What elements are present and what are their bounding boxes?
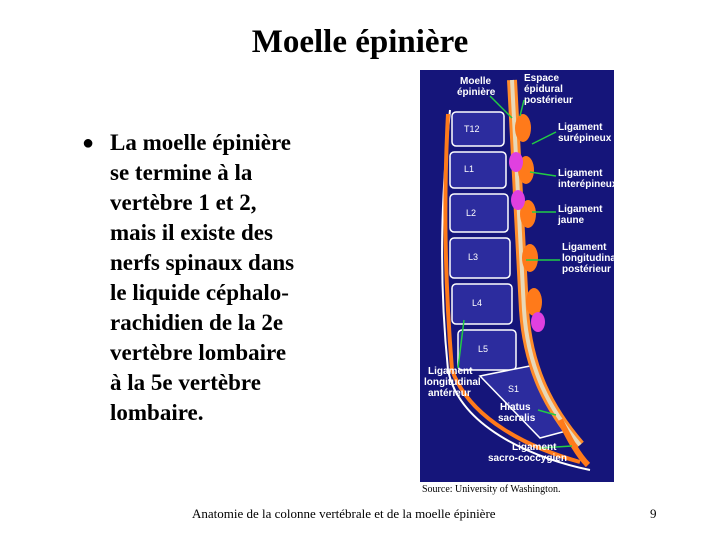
label-l1: L1 <box>464 164 474 174</box>
spine-diagram: T12 L1 L2 L3 L4 L5 S1 Moelle épinière <box>420 70 614 482</box>
vertebra-l5 <box>457 329 517 371</box>
interepineux-1 <box>509 152 523 172</box>
pointer-lines <box>457 95 573 449</box>
spinal-cord <box>510 79 582 447</box>
label-s1: S1 <box>508 384 519 394</box>
label-l2: L2 <box>466 208 476 218</box>
slide-title: Moelle épinière <box>251 24 469 60</box>
label-espace: Espace épidural postérieur <box>524 73 573 106</box>
label-sacro-coccygien: Ligament sacro-coccygien <box>488 442 567 464</box>
interepineux-3 <box>531 312 545 332</box>
figure-caption: Source: University of Washington. <box>422 484 561 495</box>
label-moelle: Moelle épinière <box>457 76 496 98</box>
label-jaune: Ligament jaune <box>557 204 605 226</box>
label-interepineux: Ligament interépineux <box>558 168 614 190</box>
vertebral-bodies <box>449 111 572 439</box>
spinous-processes <box>509 114 545 332</box>
interepineux-2 <box>511 190 525 210</box>
bullet-text: La moelle épinière se termine à la vertè… <box>110 130 295 425</box>
ligament-jaune-1 <box>515 114 531 142</box>
vertebra-labels: T12 L1 L2 L3 L4 L5 S1 <box>464 124 519 394</box>
label-hiatus: Hiatus sacralis <box>498 402 536 424</box>
bullet-item: ● La moelle épinière se termine à la ver… <box>78 128 348 428</box>
label-surepineux: Ligament surépineux <box>558 122 612 144</box>
label-l5: L5 <box>478 344 488 354</box>
slide-footer: Anatomie de la colonne vertébrale et de … <box>192 506 496 521</box>
page-number: 9 <box>650 506 657 521</box>
vertebra-l3 <box>449 237 511 279</box>
label-l4: L4 <box>472 298 482 308</box>
vertebra-l2 <box>449 193 509 233</box>
ligament-jaune-4 <box>522 244 538 272</box>
bullet-dot-icon: ● <box>82 132 95 154</box>
label-longitudinal-anterieur: Ligament longitudinal antérieur <box>424 366 483 399</box>
anterior-ligament <box>443 113 581 464</box>
label-longitudinal-posterieur: Ligament longitudinal postérieur <box>562 242 614 275</box>
ligament-jaune-5 <box>526 288 542 316</box>
vertebra-l4 <box>451 283 513 325</box>
spine-illustration: T12 L1 L2 L3 L4 L5 S1 Moelle épinière <box>424 73 614 471</box>
label-t12: T12 <box>464 124 480 134</box>
sacro-coccygeal-ligament <box>557 418 591 468</box>
ligament-jaune-3 <box>520 200 536 228</box>
label-l3: L3 <box>468 252 478 262</box>
vertebra-l1 <box>449 151 507 189</box>
vertebra-t12 <box>451 111 505 147</box>
annotation-labels: Moelle épinière Espace épidural postérie… <box>424 73 614 464</box>
